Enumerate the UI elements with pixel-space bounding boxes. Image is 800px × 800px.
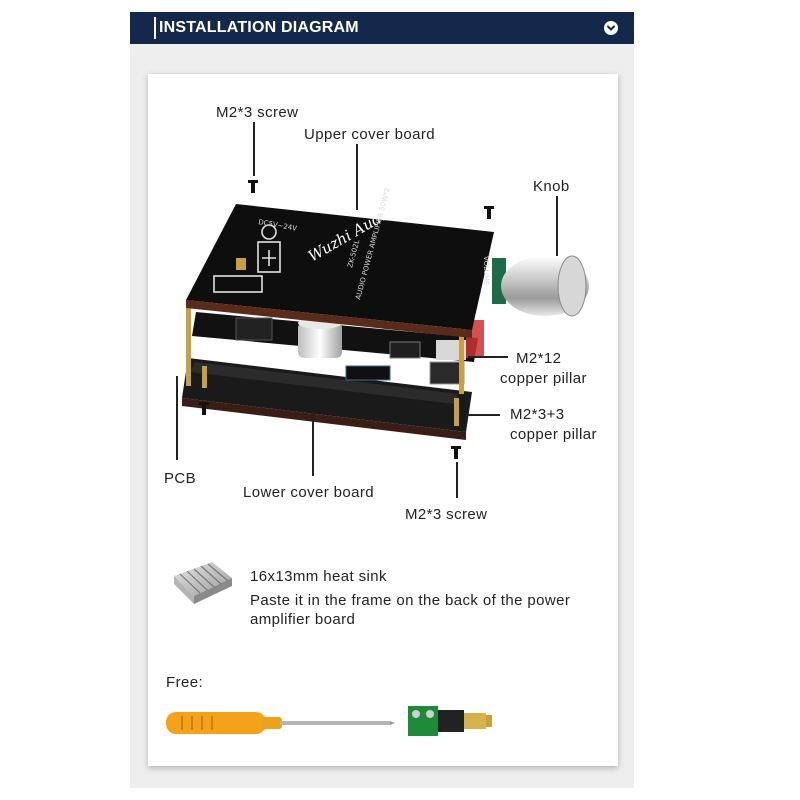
leader-screw-top <box>253 122 255 176</box>
leader-pcb <box>176 376 178 460</box>
heat-sink-title: 16x13mm heat sink <box>250 568 387 585</box>
label-knob: Knob <box>533 178 570 195</box>
leader-lower-cover <box>312 412 314 476</box>
leader-screw-bottom <box>456 462 458 498</box>
label-pillar33-b: copper pillar <box>510 426 597 443</box>
label-pillar12-a: M2*12 <box>516 350 562 367</box>
heat-sink-desc-2: amplifier board <box>250 611 356 628</box>
header-accent-bar <box>154 17 156 39</box>
label-pcb: PCB <box>164 470 197 487</box>
section-header[interactable]: INSTALLATION DIAGRAM <box>130 12 634 44</box>
chevron-down-icon[interactable] <box>604 21 618 35</box>
screwdriver-image <box>166 712 395 734</box>
leader-pillar33 <box>466 414 500 416</box>
label-pillar12-b: copper pillar <box>500 370 587 387</box>
leader-upper-cover <box>356 144 358 210</box>
free-label: Free: <box>166 674 204 691</box>
dc-connector-image <box>408 706 492 736</box>
label-screw-bottom: M2*3 screw <box>405 506 488 523</box>
label-pillar33-a: M2*3+3 <box>510 406 565 423</box>
leader-pillar12 <box>468 356 508 358</box>
heat-sink-desc-1: Paste it in the frame on the back of the… <box>250 592 571 609</box>
board-volume-text: VOLUME <box>482 256 490 285</box>
leader-knob <box>556 196 558 256</box>
section-title: INSTALLATION DIAGRAM <box>159 19 359 36</box>
heat-sink-image <box>174 562 232 604</box>
label-upper-cover: Upper cover board <box>304 126 436 143</box>
label-lower-cover: Lower cover board <box>243 484 375 501</box>
label-screw-top: M2*3 screw <box>216 104 299 121</box>
